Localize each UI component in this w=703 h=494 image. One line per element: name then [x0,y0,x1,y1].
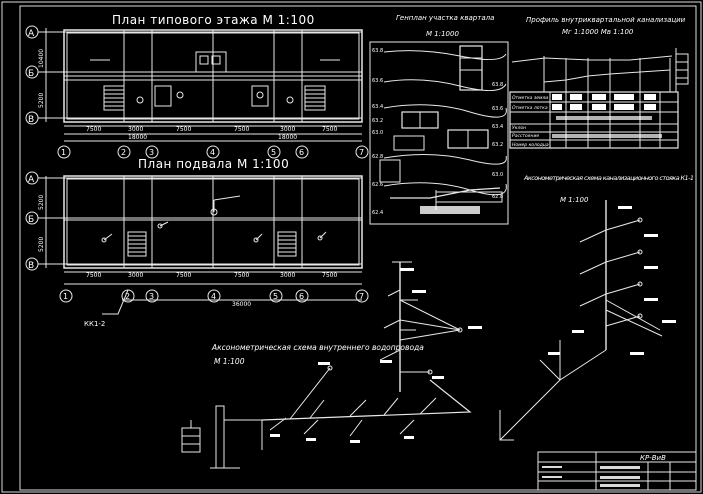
svg-text:63.0: 63.0 [492,172,503,178]
genplan-scale: М 1:1000 [426,30,459,38]
svg-text:63.6: 63.6 [492,106,503,112]
sewer-profile: Профиль внутриквартальной канализации Мг… [509,16,689,149]
floor-bay-dimensions: 7500 3000 7500 7500 3000 7500 18000 1800… [86,126,337,141]
axonometric-water-scale: М 1:100 [214,357,245,366]
axonometric-sewer-stack: Аксонометрическая схема канализационного… [499,174,694,441]
svg-text:3000: 3000 [128,272,143,279]
svg-text:10400: 10400 [38,49,45,68]
svg-text:63.2: 63.2 [492,142,503,148]
svg-text:3000: 3000 [280,126,295,133]
svg-text:3000: 3000 [280,272,295,279]
svg-text:7500: 7500 [176,126,191,133]
svg-text:7: 7 [359,292,364,301]
basement-title: План подвала М 1:100 [138,157,289,171]
floor-row-axes: А Б В [25,25,39,125]
svg-text:62.6: 62.6 [372,182,383,188]
svg-text:А: А [28,29,35,39]
svg-text:63.4: 63.4 [492,124,503,130]
svg-text:7500: 7500 [322,126,337,133]
floor-stairs-right [304,85,326,111]
genplan: Генплан участка квартала М 1:1000 63.8 6… [369,14,509,225]
svg-text:3: 3 [149,292,154,301]
svg-text:5200: 5200 [38,195,45,210]
svg-text:3000: 3000 [128,126,143,133]
basement-plan: План подвала М 1:100 А Б В [25,157,369,328]
svg-text:Б: Б [28,69,34,79]
genplan-left-levels: 63.8 63.6 63.4 63.2 63.0 62.8 62.6 62.4 [372,48,383,216]
genplan-right-levels: 63.8 63.6 63.4 63.2 63.0 62.8 [492,82,503,200]
svg-text:62.8: 62.8 [492,194,503,200]
title-block: КР-ВиВ [537,451,697,491]
svg-text:7500: 7500 [86,126,101,133]
sheet-inner-frame [19,5,697,491]
svg-text:62.4: 62.4 [372,210,383,216]
typical-floor-plan: План типового этажа М 1:100 А Б В [25,13,369,159]
profile-row-label: Отметка лотка [512,105,548,111]
axonometric-sewer-scale: М 1:100 [560,196,589,204]
typical-floor-title: План типового этажа М 1:100 [112,13,315,27]
svg-text:4: 4 [211,292,216,301]
basement-stairs-right [277,231,297,257]
svg-text:7500: 7500 [234,272,249,279]
svg-text:1: 1 [61,148,66,157]
profile-title: Профиль внутриквартальной канализации [526,16,686,24]
stamp-code: КР-ВиВ [640,454,666,462]
svg-text:7500: 7500 [234,126,249,133]
svg-text:7: 7 [359,148,364,157]
svg-text:62.8: 62.8 [372,154,383,160]
basement-bay-dimensions: 7500 3000 7500 7500 3000 7500 36000 [86,272,337,308]
foundation-wall [215,405,225,469]
svg-text:5: 5 [271,148,276,157]
svg-text:7500: 7500 [86,272,101,279]
profile-row-label: Уклон [512,125,526,131]
genplan-frame [369,41,509,225]
svg-text:В: В [28,115,34,125]
svg-text:2: 2 [121,148,126,157]
svg-text:7500: 7500 [176,272,191,279]
svg-text:2: 2 [125,292,130,301]
profile-row-label: Отметка земли [512,95,548,101]
svg-text:5200: 5200 [38,237,45,252]
svg-text:63.0: 63.0 [372,130,383,136]
floor-col-axes: 1 2 3 4 5 6 7 [57,145,369,159]
profile-row-label: Расстояние [512,133,539,139]
svg-text:1: 1 [63,292,68,301]
basement-row-axes: А Б В [25,171,39,271]
svg-text:63.4: 63.4 [372,104,383,110]
svg-text:6: 6 [299,292,304,301]
floor-stairs-left [103,85,125,111]
axonometric-sewer-title: Аксонометрическая схема канализационного… [523,174,694,182]
profile-row-label: Номер колодца [512,142,549,148]
svg-text:6: 6 [299,148,304,157]
svg-text:63.8: 63.8 [492,82,503,88]
genplan-title: Генплан участка квартала [396,14,494,22]
svg-text:4: 4 [210,148,215,157]
section-mark: КК1-2 [84,320,105,328]
svg-text:18000: 18000 [278,134,297,141]
basement-col-axes: 1 2 3 4 5 6 7 [59,289,369,303]
svg-text:63.6: 63.6 [372,78,383,84]
svg-text:А: А [28,175,35,185]
basement-risers [101,195,327,243]
svg-text:3: 3 [149,148,154,157]
profile-scale: Мг 1:1000 Мв 1:100 [562,28,634,36]
svg-text:63.8: 63.8 [372,48,383,54]
svg-text:5: 5 [273,292,278,301]
svg-text:63.2: 63.2 [372,118,383,124]
profile-table [509,91,679,149]
basement-stairs-left [127,231,147,257]
svg-text:36000: 36000 [232,301,251,308]
svg-text:5200: 5200 [38,93,45,108]
axonometric-water-supply: Аксонометрическая схема внутреннего водо… [181,261,482,469]
svg-text:7500: 7500 [322,272,337,279]
svg-text:Б: Б [28,215,34,225]
svg-text:В: В [28,261,34,271]
svg-text:18000: 18000 [128,134,147,141]
axonometric-water-title: Аксонометрическая схема внутреннего водо… [211,343,424,352]
